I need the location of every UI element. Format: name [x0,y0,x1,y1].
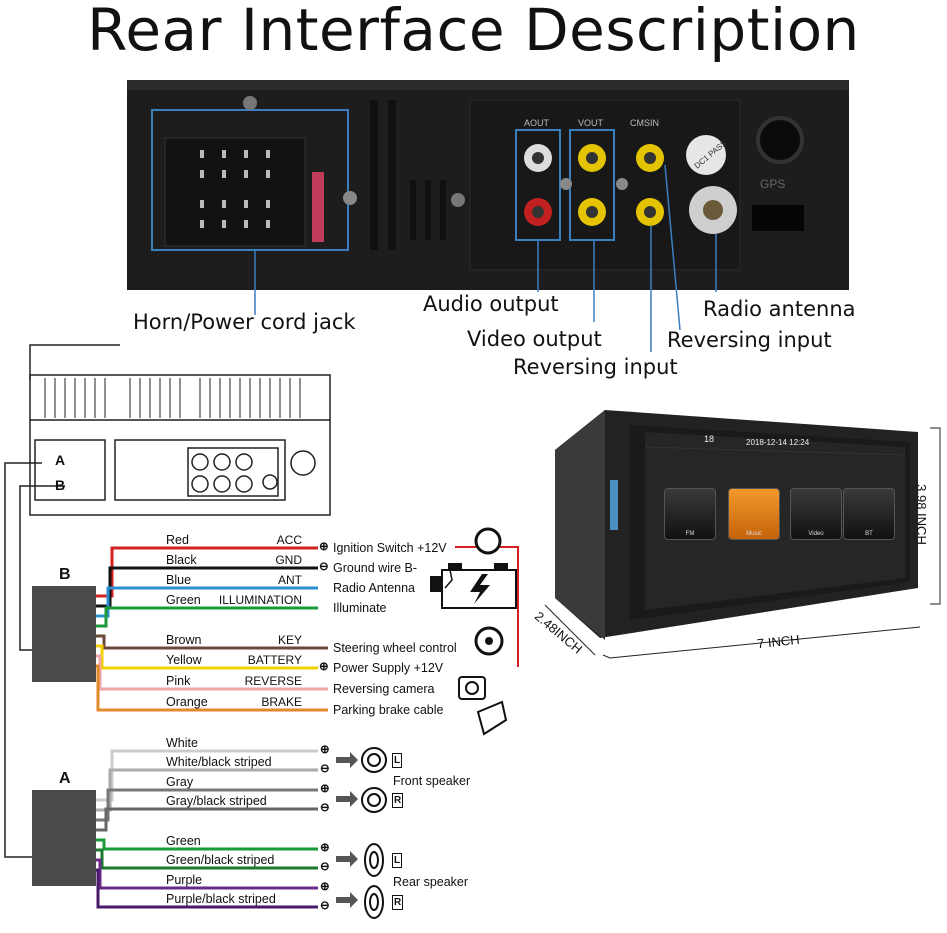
connector-a [32,790,96,886]
callout-reversing-input-1: Reversing input [513,355,678,379]
device-label: Power Supply +12V [333,661,444,675]
wire-color-label: Pink [166,674,191,688]
polarity-sign: ⊕ [320,881,330,893]
polarity-sign: ⊖ [320,763,330,775]
app-bt[interactable]: BT [843,488,895,540]
wire-b-6 [96,654,328,691]
app-video[interactable]: Video [790,488,842,540]
wire-color-label: Green [166,834,201,848]
rear-right-tag: R [392,895,404,910]
polarity-sign: ⊖ [320,802,330,814]
wire-b-4 [96,634,328,650]
connector-b [32,586,96,682]
plug-a-label: A [55,452,66,468]
polarity-sign: ⊕ [319,541,329,553]
wire-color-label: Gray [166,775,194,789]
vout-label: VOUT [578,118,604,128]
device-label: Parking brake cable [333,703,444,717]
volume-readout: 18 [704,434,715,444]
wire-a-4 [96,838,318,851]
rear-speaker-label: Rear speaker [393,875,469,889]
callout-video-output: Video output [467,327,602,351]
callout-reversing-input-2: Reversing input [667,328,832,352]
polarity-sign: ⊕ [319,661,329,673]
app-music[interactable]: Music [728,488,780,540]
wire-color-label: Orange [166,695,208,709]
device-label: Ignition Switch +12V [333,541,447,555]
gps-label: GPS [760,177,786,191]
wire-function-label: ACC [276,533,302,547]
polarity-sign: ⊖ [320,861,330,873]
page-title: Rear Interface Description [87,0,860,64]
wire-color-label: White [166,736,198,750]
callout-audio-output: Audio output [423,292,559,316]
app-fm[interactable]: FM [664,488,716,540]
wire-b-5 [96,644,318,670]
speaker-right-tag: R [392,793,404,808]
wire-function-label: REVERSE [244,674,302,688]
callout-horn-jack: Horn/Power cord jack [133,310,356,334]
wire-a-5 [96,848,318,870]
wire-color-label: Brown [166,633,202,647]
wire-function-label: GND [275,553,302,567]
connector-a-label: A [59,770,71,787]
callout-radio-antenna: Radio antenna [703,297,856,321]
device-label: Radio Antenna [333,581,416,595]
wire-a-7 [96,868,318,909]
polarity-sign: ⊕ [320,842,330,854]
wire-color-label: Gray/black striped [166,794,267,808]
polarity-sign: ⊖ [320,900,330,912]
polarity-sign: ⊖ [319,561,329,573]
wire-function-label: KEY [277,633,302,647]
wire-color-label: Black [166,553,197,567]
wire-b-0 [96,546,318,598]
device-label: Reversing camera [333,682,435,696]
device-label: Ground wire B- [333,561,418,575]
wire-color-label: Green [166,593,201,607]
status-datetime: 2018-12-14 12:24 [746,438,810,447]
wire-color-label: Blue [166,573,192,587]
rear-left-tag: L [392,853,403,868]
device-label: Steering wheel control [333,641,457,655]
aout-label: AOUT [524,118,550,128]
wire-color-label: Green/black striped [166,853,275,867]
plug-b-label: B [55,477,66,493]
fuse [312,172,324,242]
wire-color-label: Red [166,533,189,547]
polarity-sign: ⊕ [320,783,330,795]
connector-b-label: B [59,566,71,583]
dimension-height: 3.98 INCH [913,484,929,545]
wire-b-2 [96,586,318,618]
speaker-left-tag: L [392,753,403,768]
wire-function-label: ANT [278,573,302,587]
front-speaker-label: Front speaker [393,774,471,788]
wire-b-7 [96,664,328,712]
wire-color-label: Purple/black striped [166,892,276,906]
wire-function-label: BRAKE [261,695,302,709]
cmsin-label: CMSIN [630,118,659,128]
wire-color-label: Yellow [166,653,202,667]
polarity-sign: ⊕ [320,744,330,756]
wire-function-label: ILLUMINATION [218,593,302,607]
wire-a-2 [96,788,318,822]
wire-a-3 [96,807,318,832]
wire-a-0 [96,749,318,802]
device-label: Illuminate [333,601,387,615]
wire-b-3 [96,606,318,628]
wire-a-6 [96,858,318,890]
wire-function-label: BATTERY [247,653,302,667]
wire-color-label: White/black striped [166,755,272,769]
wire-color-label: Purple [166,873,203,887]
